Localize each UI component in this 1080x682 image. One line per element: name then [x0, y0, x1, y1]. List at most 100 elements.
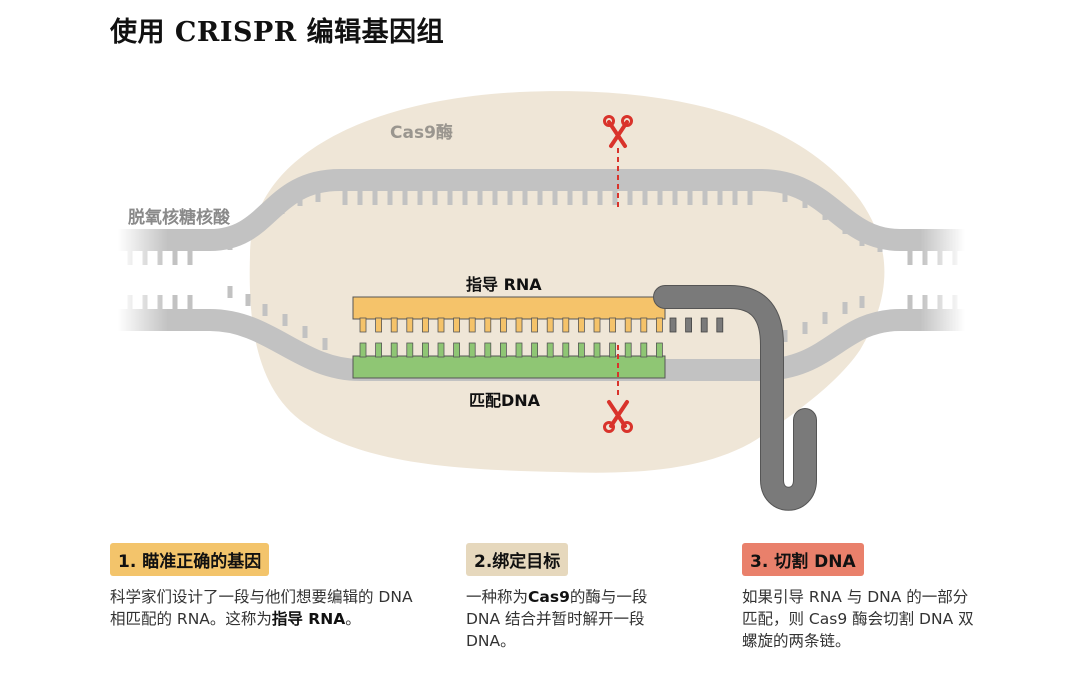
rna-base	[421, 317, 429, 333]
base-tick	[357, 191, 363, 205]
base-tick	[717, 191, 723, 205]
text-run: 如果引导 RNA 与 DNA 的一部分匹配，则 Cas9 酶会切割 DNA 双螺…	[742, 588, 974, 650]
rna-base	[656, 317, 663, 333]
dna-base	[421, 342, 429, 358]
base-tick	[732, 191, 738, 205]
base-tick	[657, 191, 663, 205]
base-tick	[507, 191, 513, 205]
dna-base	[531, 342, 538, 358]
base-tick	[537, 191, 543, 205]
cas9-enzyme-shape	[249, 91, 885, 473]
base-tick	[552, 191, 558, 205]
base-tick	[187, 251, 193, 265]
base-tick	[227, 286, 233, 298]
rna-base	[593, 317, 601, 333]
base-tick	[417, 191, 423, 205]
base-tick	[802, 196, 808, 208]
rna-base	[640, 317, 648, 333]
dna-base	[562, 342, 570, 358]
base-tick	[822, 208, 828, 220]
step-description: 如果引导 RNA 与 DNA 的一部分匹配，则 Cas9 酶会切割 DNA 双螺…	[742, 586, 982, 652]
base-tick	[387, 191, 393, 205]
base-tick	[302, 326, 308, 338]
base-tick	[612, 191, 618, 205]
base-tick	[842, 222, 848, 234]
base-tick	[627, 191, 633, 205]
base-tick	[782, 330, 788, 342]
base-tick	[642, 191, 648, 205]
tail-base	[669, 317, 677, 333]
step-3: 3. 切割 DNA 如果引导 RNA 与 DNA 的一部分匹配，则 Cas9 酶…	[742, 543, 982, 652]
base-tick	[172, 251, 178, 265]
base-tick	[245, 294, 251, 306]
text-run: 科学家们设计了一段与他们想要编辑的 DNA 相匹配的 RNA。这称为	[110, 588, 413, 628]
text-run: 的酶与一段 DNA 结合并暂时解开一段 DNA。	[466, 588, 648, 650]
base-tick	[672, 191, 678, 205]
base-tick	[297, 194, 303, 206]
base-tick	[782, 190, 788, 202]
base-tick	[372, 191, 378, 205]
bold-term: Cas9	[528, 588, 570, 606]
dna-base	[593, 342, 601, 358]
base-tick	[747, 191, 753, 205]
step-1: 1. 瞄准正确的基因 科学家们设计了一段与他们想要编辑的 DNA 相匹配的 RN…	[110, 543, 420, 630]
dna-base	[624, 342, 632, 358]
dna-base	[468, 342, 476, 358]
dna-base	[609, 342, 616, 358]
rna-base	[375, 317, 383, 333]
dna-base	[640, 342, 648, 358]
dna-base	[656, 342, 663, 358]
base-tick	[262, 304, 268, 316]
scissors-icon	[603, 400, 633, 433]
base-tick	[702, 191, 708, 205]
base-tick	[859, 296, 865, 308]
base-tick	[522, 191, 528, 205]
base-tick	[859, 234, 865, 246]
dna-label: 脱氧核糖核酸	[128, 208, 230, 228]
base-tick	[447, 191, 453, 205]
text-run: 一种称为	[466, 588, 529, 606]
matching-dna-bar	[352, 355, 666, 379]
matching-dna-label: 匹配DNA	[469, 391, 541, 410]
dna-base	[484, 342, 492, 358]
base-tick	[907, 251, 913, 265]
base-tick	[322, 338, 328, 350]
page-title: 使用 CRISPR 编辑基因组	[110, 17, 445, 48]
base-tick	[462, 191, 468, 205]
rna-tail	[654, 286, 816, 510]
rna-base	[531, 317, 538, 333]
base-tick	[597, 191, 603, 205]
scissors-icon	[603, 115, 633, 148]
base-tick	[877, 240, 883, 252]
dna-base	[453, 342, 461, 358]
base-tick	[262, 214, 268, 226]
dna-base	[515, 342, 523, 358]
base-tick	[687, 191, 693, 205]
step-description: 科学家们设计了一段与他们想要编辑的 DNA 相匹配的 RNA。这称为指导 RNA…	[110, 586, 420, 630]
rna-base	[453, 317, 461, 333]
dna-base	[437, 342, 445, 358]
dna-base	[499, 342, 507, 358]
fade-right	[920, 220, 965, 340]
rna-base	[390, 317, 398, 333]
base-tick	[402, 191, 408, 205]
rna-base	[484, 317, 492, 333]
dna-base	[546, 342, 554, 358]
base-tick	[492, 191, 498, 205]
base-tick	[907, 295, 913, 309]
guide-rna-bar	[352, 296, 666, 320]
step-badge: 3. 切割 DNA	[742, 543, 864, 576]
dna-base	[375, 342, 383, 358]
rna-base	[624, 317, 632, 333]
dna-base	[406, 342, 414, 358]
base-tick	[582, 191, 588, 205]
cas9-label: Cas9酶	[390, 123, 453, 143]
rna-base	[562, 317, 570, 333]
bold-term: 指导 RNA	[271, 610, 346, 628]
base-tick	[567, 191, 573, 205]
guide-rna-and-match	[352, 285, 817, 511]
tail-base	[685, 317, 692, 333]
base-tick	[432, 191, 438, 205]
base-tick	[282, 314, 288, 326]
base-tick	[279, 202, 285, 214]
